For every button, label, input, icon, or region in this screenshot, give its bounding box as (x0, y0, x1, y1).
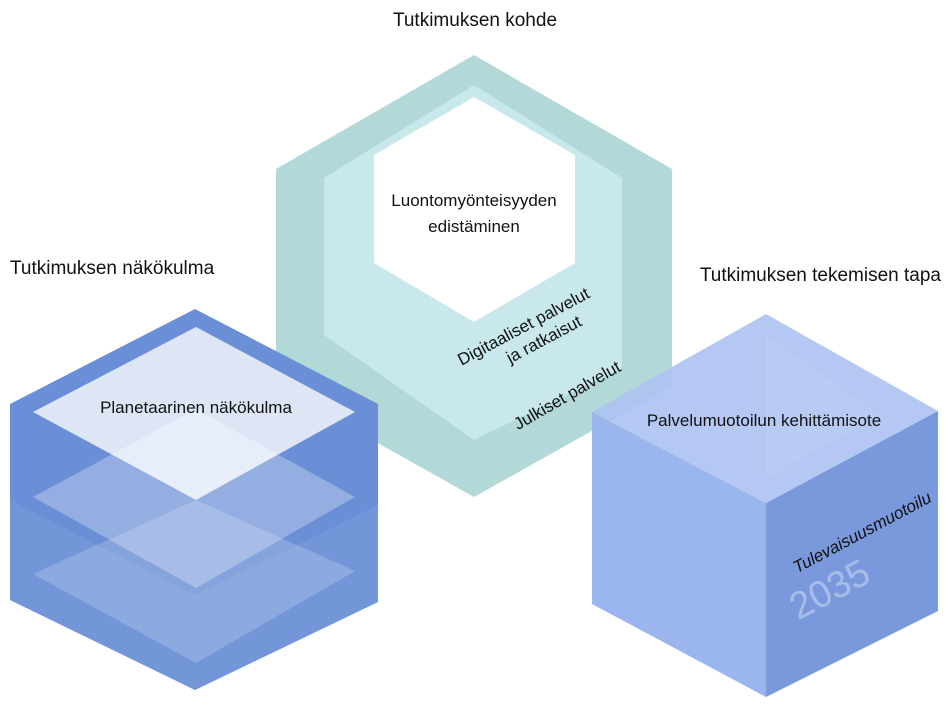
hexagon-center-label-line1: Luontomyönteisyyden (391, 191, 556, 210)
method-cube-top-label: Palvelumuotoilun kehittämisote (647, 411, 881, 430)
perspective-cube-lower-tint (10, 500, 378, 690)
perspective-layer-top (33, 327, 355, 500)
hexagon-center-label-line2: edistäminen (428, 217, 520, 236)
method-cube-side-face (766, 411, 938, 697)
method-cube (592, 314, 938, 697)
hexagon-inner-core (374, 97, 575, 322)
research-perspective-heading: Tutkimuksen näkökulma (10, 258, 215, 279)
method-cube-inner-triangle (766, 335, 880, 478)
perspective-cube (10, 309, 378, 690)
perspective-top-layer-label: Planetaarinen näkökulma (100, 398, 292, 417)
method-cube-front-face (592, 412, 766, 697)
research-method-heading: Tutkimuksen tekemisen tapa (700, 265, 942, 286)
method-cube-top-face (592, 314, 938, 503)
perspective-layer-bottom (33, 500, 355, 663)
research-object-hexagon (276, 55, 672, 497)
research-object-heading: Tutkimuksen kohde (393, 10, 557, 31)
